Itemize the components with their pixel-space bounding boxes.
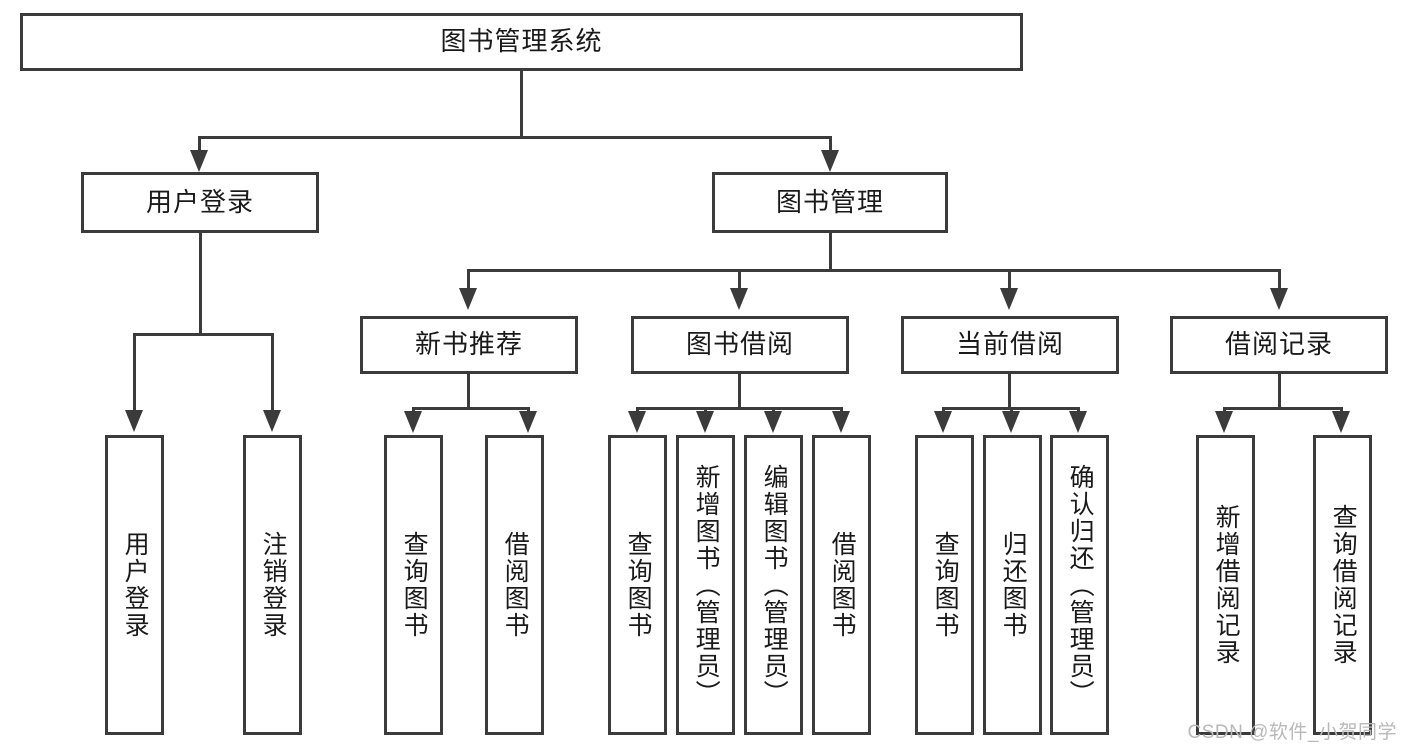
node-new-book-recommend[interactable]: 新书推荐	[360, 316, 578, 374]
node-label: 借阅图书	[501, 531, 530, 639]
edge-root-stem	[520, 71, 523, 138]
node-current-borrow[interactable]: 当前借阅	[901, 316, 1119, 374]
node-label: 归还图书	[999, 531, 1028, 639]
edge-book-borrow-stem	[738, 374, 741, 409]
leaf-edit-book-admin[interactable]: 编辑图书（管理员）	[744, 435, 803, 735]
node-label: 查询图书	[624, 531, 653, 639]
csdn-watermark: CSDN @软件_小贺同学	[1187, 722, 1397, 743]
leaf-logout[interactable]: 注销登录	[243, 435, 302, 735]
leaf-confirm-return-admin[interactable]: 确认归还（管理员）	[1050, 435, 1109, 735]
edge-borrow-records-stem	[1278, 374, 1281, 409]
edge-new-book-bus	[412, 407, 530, 410]
edge-bm-to-current-borrow	[1008, 269, 1011, 291]
arrowhead-bb-to-leaf-1	[628, 411, 646, 433]
arrowhead-root-to-book-management	[821, 150, 839, 172]
leaf-query-book-recommend[interactable]: 查询图书	[384, 435, 443, 735]
node-label: 编辑图书（管理员）	[760, 463, 789, 707]
node-root-book-management-system[interactable]: 图书管理系统	[20, 13, 1023, 71]
node-label: 查询借阅记录	[1329, 504, 1358, 666]
arrowhead-cb-to-leaf-3	[1069, 411, 1087, 433]
arrowhead-bm-to-new-book	[459, 288, 477, 310]
node-label: 新书推荐	[414, 329, 523, 360]
edge-new-book-stem	[467, 374, 470, 409]
edge-user-login-to-leaf-1	[133, 333, 136, 413]
node-label: 新增借阅记录	[1212, 504, 1241, 666]
node-label: 借阅记录	[1224, 329, 1333, 360]
edge-book-management-stem	[829, 233, 832, 271]
node-label: 查询图书	[400, 531, 429, 639]
node-label: 图书管理系统	[440, 26, 603, 57]
edge-current-borrow-stem	[1008, 374, 1011, 409]
leaf-query-book-borrow[interactable]: 查询图书	[608, 435, 667, 735]
node-label: 确认归还（管理员）	[1066, 463, 1095, 707]
arrowhead-new-book-to-leaf-2	[519, 411, 537, 433]
edge-root-to-user-login	[198, 136, 201, 158]
arrowhead-user-login-to-leaf-2	[263, 410, 281, 432]
edge-bm-to-borrow-records	[1278, 269, 1281, 291]
node-label: 当前借阅	[955, 329, 1064, 360]
edge-book-management-bus	[467, 269, 1281, 272]
arrowhead-bb-to-leaf-2	[696, 411, 714, 433]
arrowhead-root-to-user-login	[190, 150, 208, 172]
node-label: 借阅图书	[828, 531, 857, 639]
leaf-user-login[interactable]: 用户登录	[105, 435, 164, 735]
leaf-borrow-book[interactable]: 借阅图书	[812, 435, 871, 735]
node-label: 图书管理	[775, 186, 884, 217]
node-label: 图书借阅	[685, 329, 794, 360]
node-label: 用户登录	[145, 186, 254, 217]
arrowhead-cb-to-leaf-2	[1002, 411, 1020, 433]
node-label: 新增图书（管理员）	[692, 463, 721, 707]
arrowhead-bm-to-book-borrow	[730, 288, 748, 310]
node-label: 注销登录	[259, 531, 288, 639]
arrowhead-user-login-to-leaf-1	[125, 410, 143, 432]
arrowhead-bb-to-leaf-4	[832, 411, 850, 433]
edge-book-borrow-bus	[636, 407, 842, 410]
edge-borrow-records-bus	[1223, 407, 1341, 410]
node-book-borrow[interactable]: 图书借阅	[631, 316, 849, 374]
leaf-add-book-admin[interactable]: 新增图书（管理员）	[676, 435, 735, 735]
node-book-management[interactable]: 图书管理	[712, 172, 948, 233]
edge-bm-to-book-borrow	[738, 269, 741, 291]
leaf-borrow-book-recommend[interactable]: 借阅图书	[485, 435, 544, 735]
arrowhead-bm-to-borrow-records	[1270, 288, 1288, 310]
edge-user-login-stem	[199, 233, 202, 335]
node-borrow-records[interactable]: 借阅记录	[1170, 316, 1388, 374]
arrowhead-cb-to-leaf-1	[934, 411, 952, 433]
edge-user-login-to-leaf-2	[271, 333, 274, 413]
node-label: 查询图书	[931, 531, 960, 639]
node-label: 用户登录	[121, 531, 150, 639]
arrowhead-br-to-leaf-1	[1215, 411, 1233, 433]
leaf-query-book-current[interactable]: 查询图书	[915, 435, 974, 735]
arrowhead-bb-to-leaf-3	[764, 411, 782, 433]
edge-user-login-bus	[133, 333, 274, 336]
arrowhead-br-to-leaf-2	[1332, 411, 1350, 433]
arrowhead-bm-to-current-borrow	[1000, 288, 1018, 310]
edge-root-bus	[198, 136, 832, 139]
arrowhead-new-book-to-leaf-1	[404, 411, 422, 433]
edge-root-to-book-management	[829, 136, 832, 158]
leaf-query-borrow-record[interactable]: 查询借阅记录	[1313, 435, 1372, 735]
node-user-login[interactable]: 用户登录	[81, 172, 319, 233]
leaf-add-borrow-record[interactable]: 新增借阅记录	[1196, 435, 1255, 735]
edge-bm-to-new-book	[467, 269, 470, 291]
leaf-return-book[interactable]: 归还图书	[983, 435, 1042, 735]
